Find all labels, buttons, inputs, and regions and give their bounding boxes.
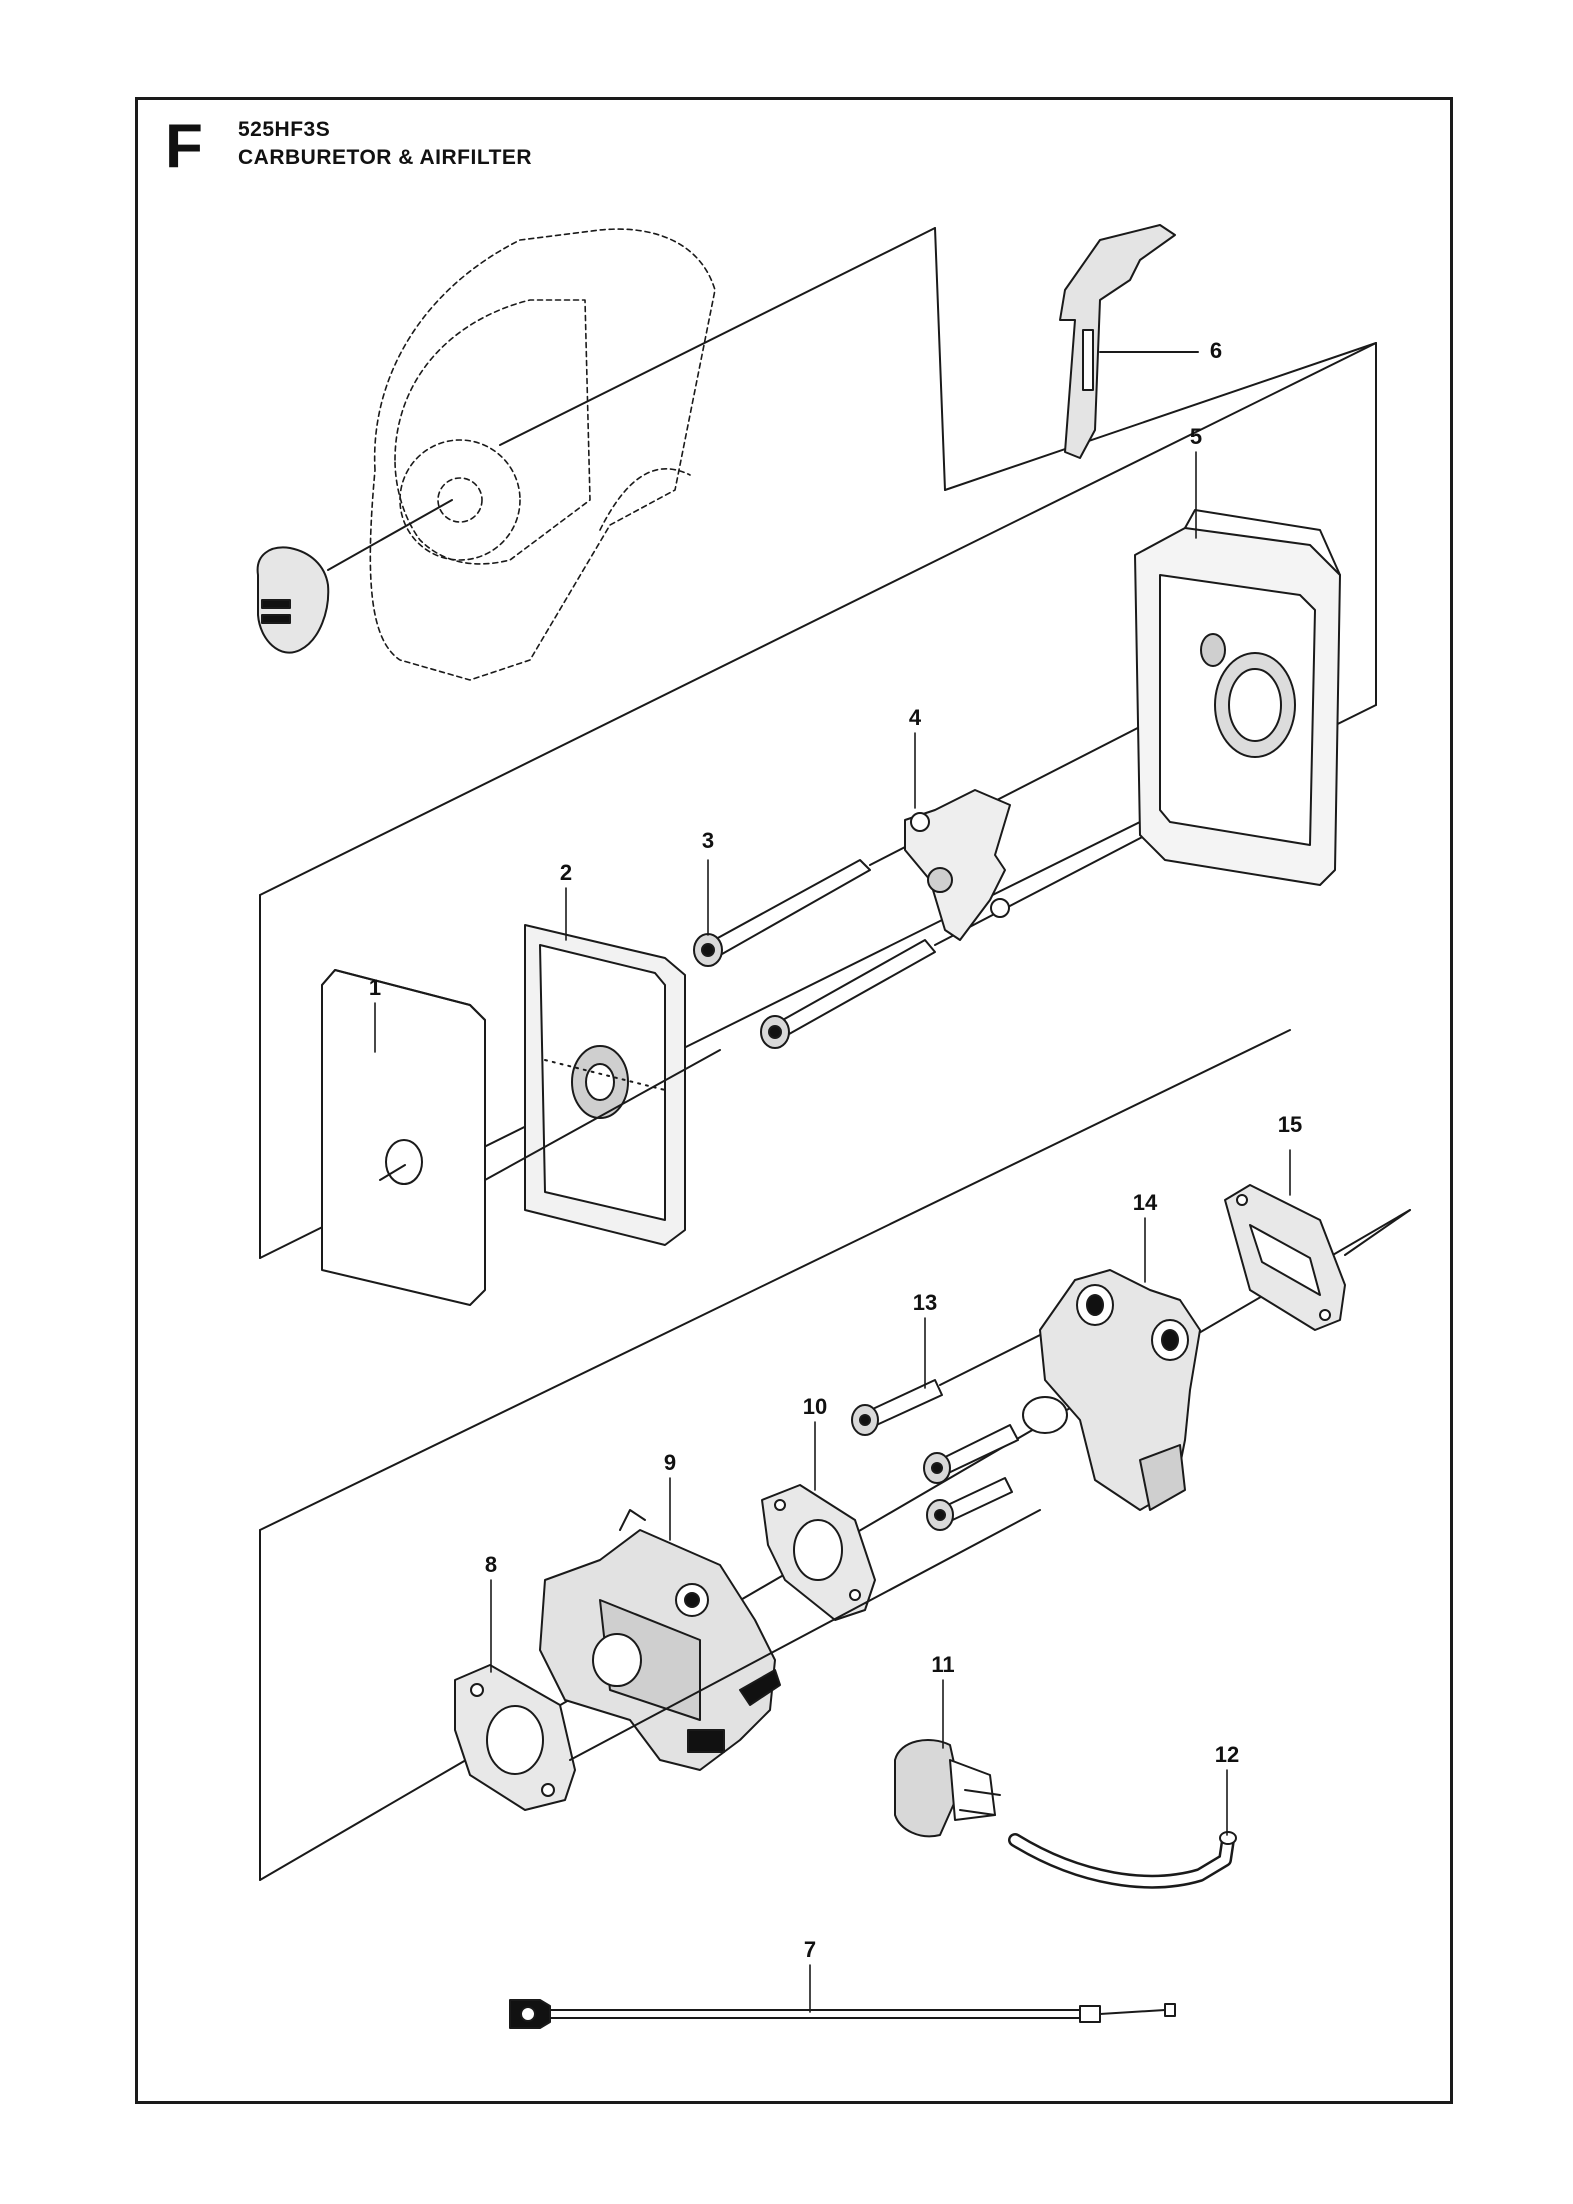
- part-11-primer-bulb: [894, 1739, 1001, 1838]
- part-14-intake-adapter: [1022, 1269, 1201, 1511]
- callout-leaders: [374, 451, 1291, 2013]
- part-2-filter-holder: [484, 924, 721, 1246]
- diagram-frame: [135, 97, 1453, 2104]
- callout-10: 10: [803, 1394, 827, 1419]
- part-4-bracket: [904, 789, 1011, 941]
- part-13-screws: [851, 1324, 1061, 1531]
- callout-4: 4: [909, 705, 922, 730]
- callout-11: 11: [931, 1652, 954, 1677]
- callout-6: 6: [1210, 338, 1222, 363]
- part-7-cable: [509, 1999, 1176, 2029]
- cover-knob: [256, 499, 453, 654]
- callout-labels: 1 2 3 4 5 6 7 8 9 10 11 12 13 14 15: [369, 338, 1302, 1962]
- part-9-carburetor: [539, 1509, 781, 1771]
- callout-15: 15: [1278, 1112, 1302, 1137]
- callout-14: 14: [1133, 1190, 1158, 1215]
- callout-13: 13: [913, 1290, 937, 1315]
- part-5-filter-housing: [1134, 509, 1341, 886]
- callout-8: 8: [485, 1552, 497, 1577]
- callout-9: 9: [664, 1450, 676, 1475]
- part-10-gasket: [569, 1484, 1041, 1761]
- part-6-clip: [1059, 224, 1199, 459]
- callout-12: 12: [1215, 1742, 1239, 1767]
- part-12-fuel-hose: [1008, 1831, 1237, 1889]
- callout-5: 5: [1190, 424, 1202, 449]
- part-1-air-filter: [321, 969, 486, 1306]
- section-letter: F: [165, 112, 203, 181]
- callout-3: 3: [702, 828, 714, 853]
- callout-1: 1: [369, 975, 381, 1000]
- callout-2: 2: [560, 860, 572, 885]
- air-filter-cover: [369, 228, 716, 681]
- part-15-gasket: [1224, 1184, 1411, 1331]
- callout-7: 7: [804, 1937, 816, 1962]
- diagram-title: CARBURETOR & AIRFILTER: [238, 146, 533, 169]
- part-8-gasket: [454, 1664, 576, 1811]
- model-number: 525HF3S: [238, 118, 331, 141]
